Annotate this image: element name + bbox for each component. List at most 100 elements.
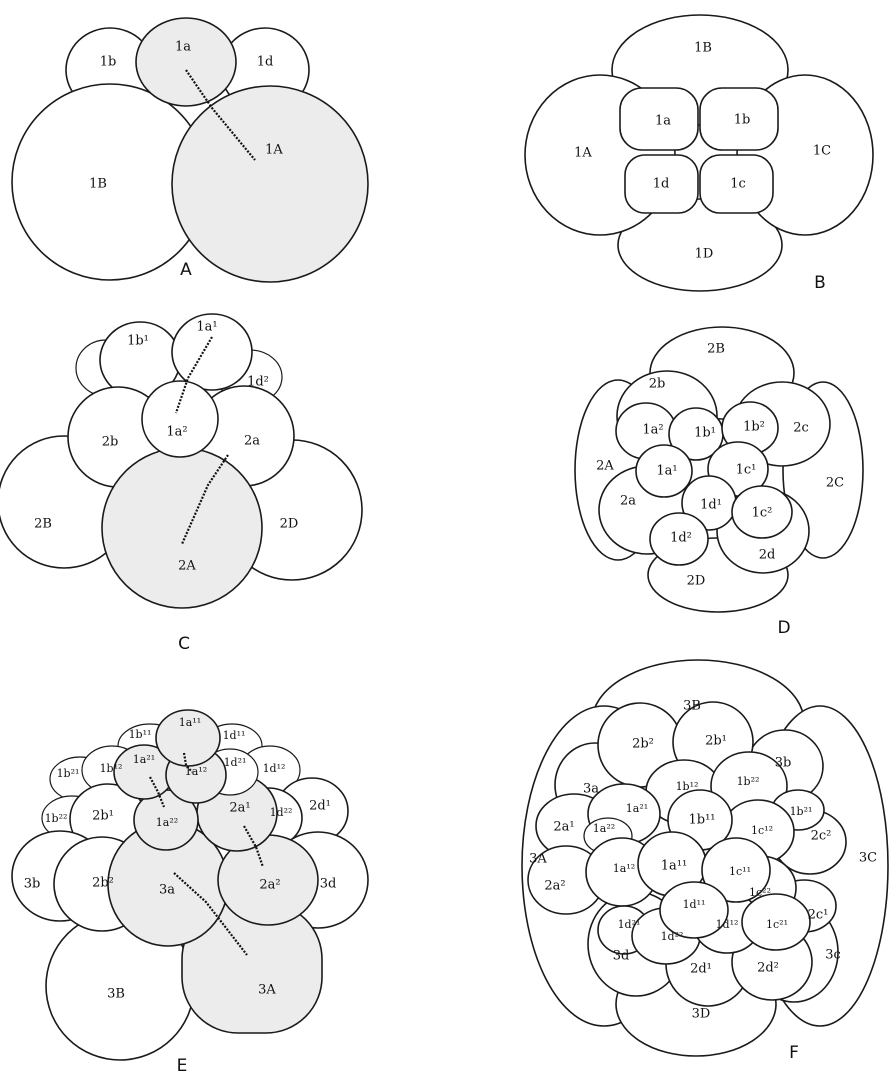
label-1d12: 1d¹²: [263, 762, 286, 775]
label-2c: 2c: [793, 421, 809, 436]
label-1d21: 1d²¹: [618, 918, 641, 931]
label-1a1: 1a¹: [196, 320, 217, 335]
label-3A: 3A: [529, 852, 547, 867]
label-1d12: 1d¹²: [716, 918, 739, 931]
label-1b11: 1b¹¹: [688, 813, 715, 828]
label-1c2: 1c²: [752, 506, 773, 521]
label-1d11: 1d¹¹: [683, 898, 706, 911]
label-1d: 1d: [257, 55, 274, 70]
label-3c: 3c: [825, 948, 841, 963]
label-1a1: 1a¹: [656, 464, 677, 479]
label-1a22: 1a²²: [156, 816, 178, 829]
label-1b2: 1b²: [743, 420, 765, 435]
label-3a: 3a: [159, 883, 175, 898]
label-2D: 2D: [687, 574, 706, 589]
label-2d1: 2d¹: [690, 962, 712, 977]
label-2a1: 2a¹: [553, 820, 574, 835]
label-3b: 3b: [24, 877, 41, 892]
panel-letter-a: A: [180, 260, 192, 280]
label-1D: 1D: [695, 247, 714, 262]
label-2B: 2B: [34, 517, 52, 532]
label-1d: 1d: [653, 177, 670, 192]
label-1B: 1B: [694, 41, 712, 56]
label-1A: 1A: [265, 143, 283, 158]
panel-f: 3B 2b² 2b¹ 3b 3a 1b¹² 1b²² 1b²¹ 1a²¹ 2a¹…: [522, 660, 888, 1063]
label-1a12: 1a¹²: [185, 765, 207, 778]
label-1b1: 1b¹: [694, 426, 716, 441]
label-1d22: 1d²²: [270, 806, 293, 819]
label-1a11: 1a¹¹: [179, 716, 201, 729]
label-2A: 2A: [178, 559, 196, 574]
label-1b: 1b: [100, 55, 117, 70]
label-3D: 3D: [692, 1007, 711, 1022]
label-2d: 2d: [759, 548, 776, 563]
label-1c12: 1c¹²: [751, 824, 773, 837]
cell-2A: [102, 448, 262, 608]
label-1b12: 1b¹²: [676, 780, 699, 793]
label-2D: 2D: [280, 517, 299, 532]
label-2b1: 2b¹: [92, 809, 114, 824]
label-1b12: 1b¹²: [100, 762, 123, 775]
label-1c22: 1c²²: [749, 886, 771, 899]
label-2b: 2b: [102, 435, 119, 450]
panel-e: 1b¹¹ 1a¹¹ 1d¹¹ 1b²¹ 1b¹² 1a²¹ 1a¹² 1d²¹ …: [12, 710, 368, 1076]
label-2b: 2b: [649, 377, 666, 392]
label-2C: 2C: [826, 476, 844, 491]
label-3C: 3C: [859, 851, 877, 866]
label-3B: 3B: [107, 987, 125, 1002]
label-2d1: 2d¹: [309, 799, 331, 814]
label-2a: 2a: [244, 434, 260, 449]
label-1d1: 1d¹: [700, 498, 722, 513]
label-3d: 3d: [320, 877, 337, 892]
label-1a2: 1a²: [166, 425, 187, 440]
label-2c2: 2c²: [811, 829, 832, 844]
label-2b2: 2b²: [632, 737, 654, 752]
label-1a2: 1a²: [642, 423, 663, 438]
label-1d22: 1d²²: [661, 930, 684, 943]
label-2d2: 2d²: [757, 961, 779, 976]
cell-1a: [136, 18, 236, 106]
label-3d: 3d: [613, 949, 630, 964]
label-2c1: 2c¹: [808, 908, 829, 923]
label-1b21: 1b²¹: [57, 767, 80, 780]
label-1B: 1B: [89, 177, 107, 192]
label-1c11: 1c¹¹: [729, 865, 751, 878]
label-1b21: 1b²¹: [790, 805, 813, 818]
label-1d11: 1d¹¹: [223, 729, 246, 742]
label-1a21: 1a²¹: [133, 753, 155, 766]
panel-a: 1b 1a 1d 1B 1A A: [12, 18, 368, 282]
label-1b: 1b: [734, 113, 751, 128]
label-1a12: 1a¹²: [613, 862, 635, 875]
label-1a: 1a: [175, 40, 191, 55]
panel-d: 2B 2b 1a² 1b¹ 1b² 2c 2A 1a¹ 1c¹ 2C 2a 1d…: [575, 327, 863, 638]
label-1a22: 1a²²: [593, 822, 615, 835]
label-1A: 1A: [574, 146, 592, 161]
panel-letter-d: D: [777, 618, 790, 638]
label-2A: 2A: [596, 459, 614, 474]
label-1d2: 1d²: [247, 375, 269, 390]
label-1b11: 1b¹¹: [129, 728, 152, 741]
label-3B: 3B: [683, 699, 701, 714]
label-1b22: 1b²²: [45, 812, 68, 825]
label-2b2: 2b²: [92, 876, 114, 891]
label-1a21: 1a²¹: [626, 802, 648, 815]
label-3A: 3A: [258, 983, 276, 998]
label-1a11: 1a¹¹: [661, 859, 687, 874]
label-2a1: 2a¹: [229, 801, 250, 816]
label-1C: 1C: [813, 144, 831, 159]
label-1b22: 1b²²: [737, 775, 760, 788]
label-2a2: 2a²: [259, 878, 280, 893]
label-1b1: 1b¹: [127, 334, 149, 349]
label-1d2: 1d²: [670, 531, 692, 546]
panel-b: 1B 1A 1C 1D 1a 1b 1d 1c B: [525, 15, 873, 293]
label-1c21: 1c²¹: [766, 918, 788, 931]
label-1a: 1a: [655, 114, 671, 129]
label-2b1: 2b¹: [705, 734, 727, 749]
label-2B: 2B: [707, 342, 725, 357]
label-2a2: 2a²: [544, 879, 565, 894]
label-3a: 3a: [583, 782, 599, 797]
panel-c: 1b¹ 1a¹ 1d² 1a² 2b 2a 2B 2A 2D C: [0, 314, 362, 654]
panel-letter-e: E: [177, 1056, 188, 1076]
panel-letter-f: F: [789, 1043, 799, 1063]
